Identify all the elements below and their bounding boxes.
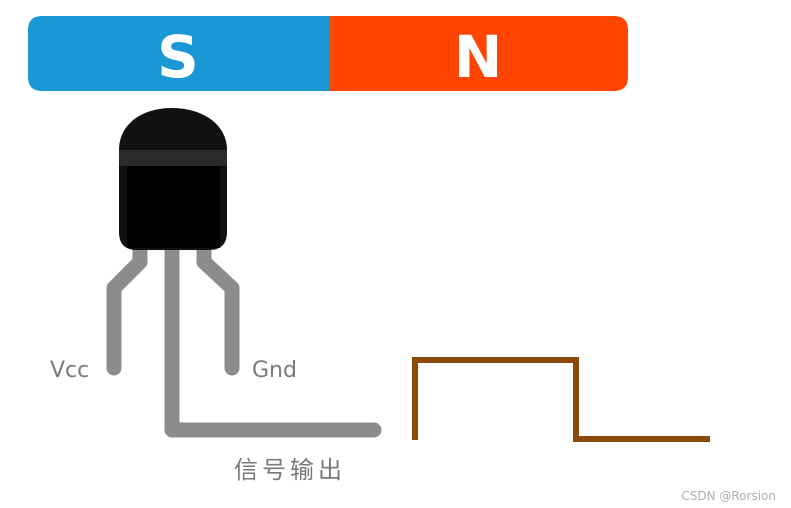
output-waveform — [412, 357, 710, 442]
gnd-label: Gnd — [252, 358, 297, 383]
output-lead — [164, 238, 382, 438]
signal-output-label: 信号输出 — [234, 456, 346, 484]
watermark-text: CSDN @Rorsion — [681, 489, 776, 503]
south-pole-label: S — [157, 23, 199, 91]
sensor-leads — [106, 238, 382, 438]
sensor-band — [119, 150, 227, 166]
magnet-north-pole — [329, 16, 628, 91]
vcc-lead — [106, 238, 148, 376]
magnet-bar: S N — [28, 16, 628, 91]
gnd-lead — [196, 238, 240, 376]
north-pole-label: N — [454, 23, 503, 91]
sensor-face — [127, 166, 220, 248]
magnet-south-pole — [28, 16, 329, 91]
vcc-label: Vcc — [50, 358, 89, 383]
hall-sensor-body — [119, 108, 227, 250]
